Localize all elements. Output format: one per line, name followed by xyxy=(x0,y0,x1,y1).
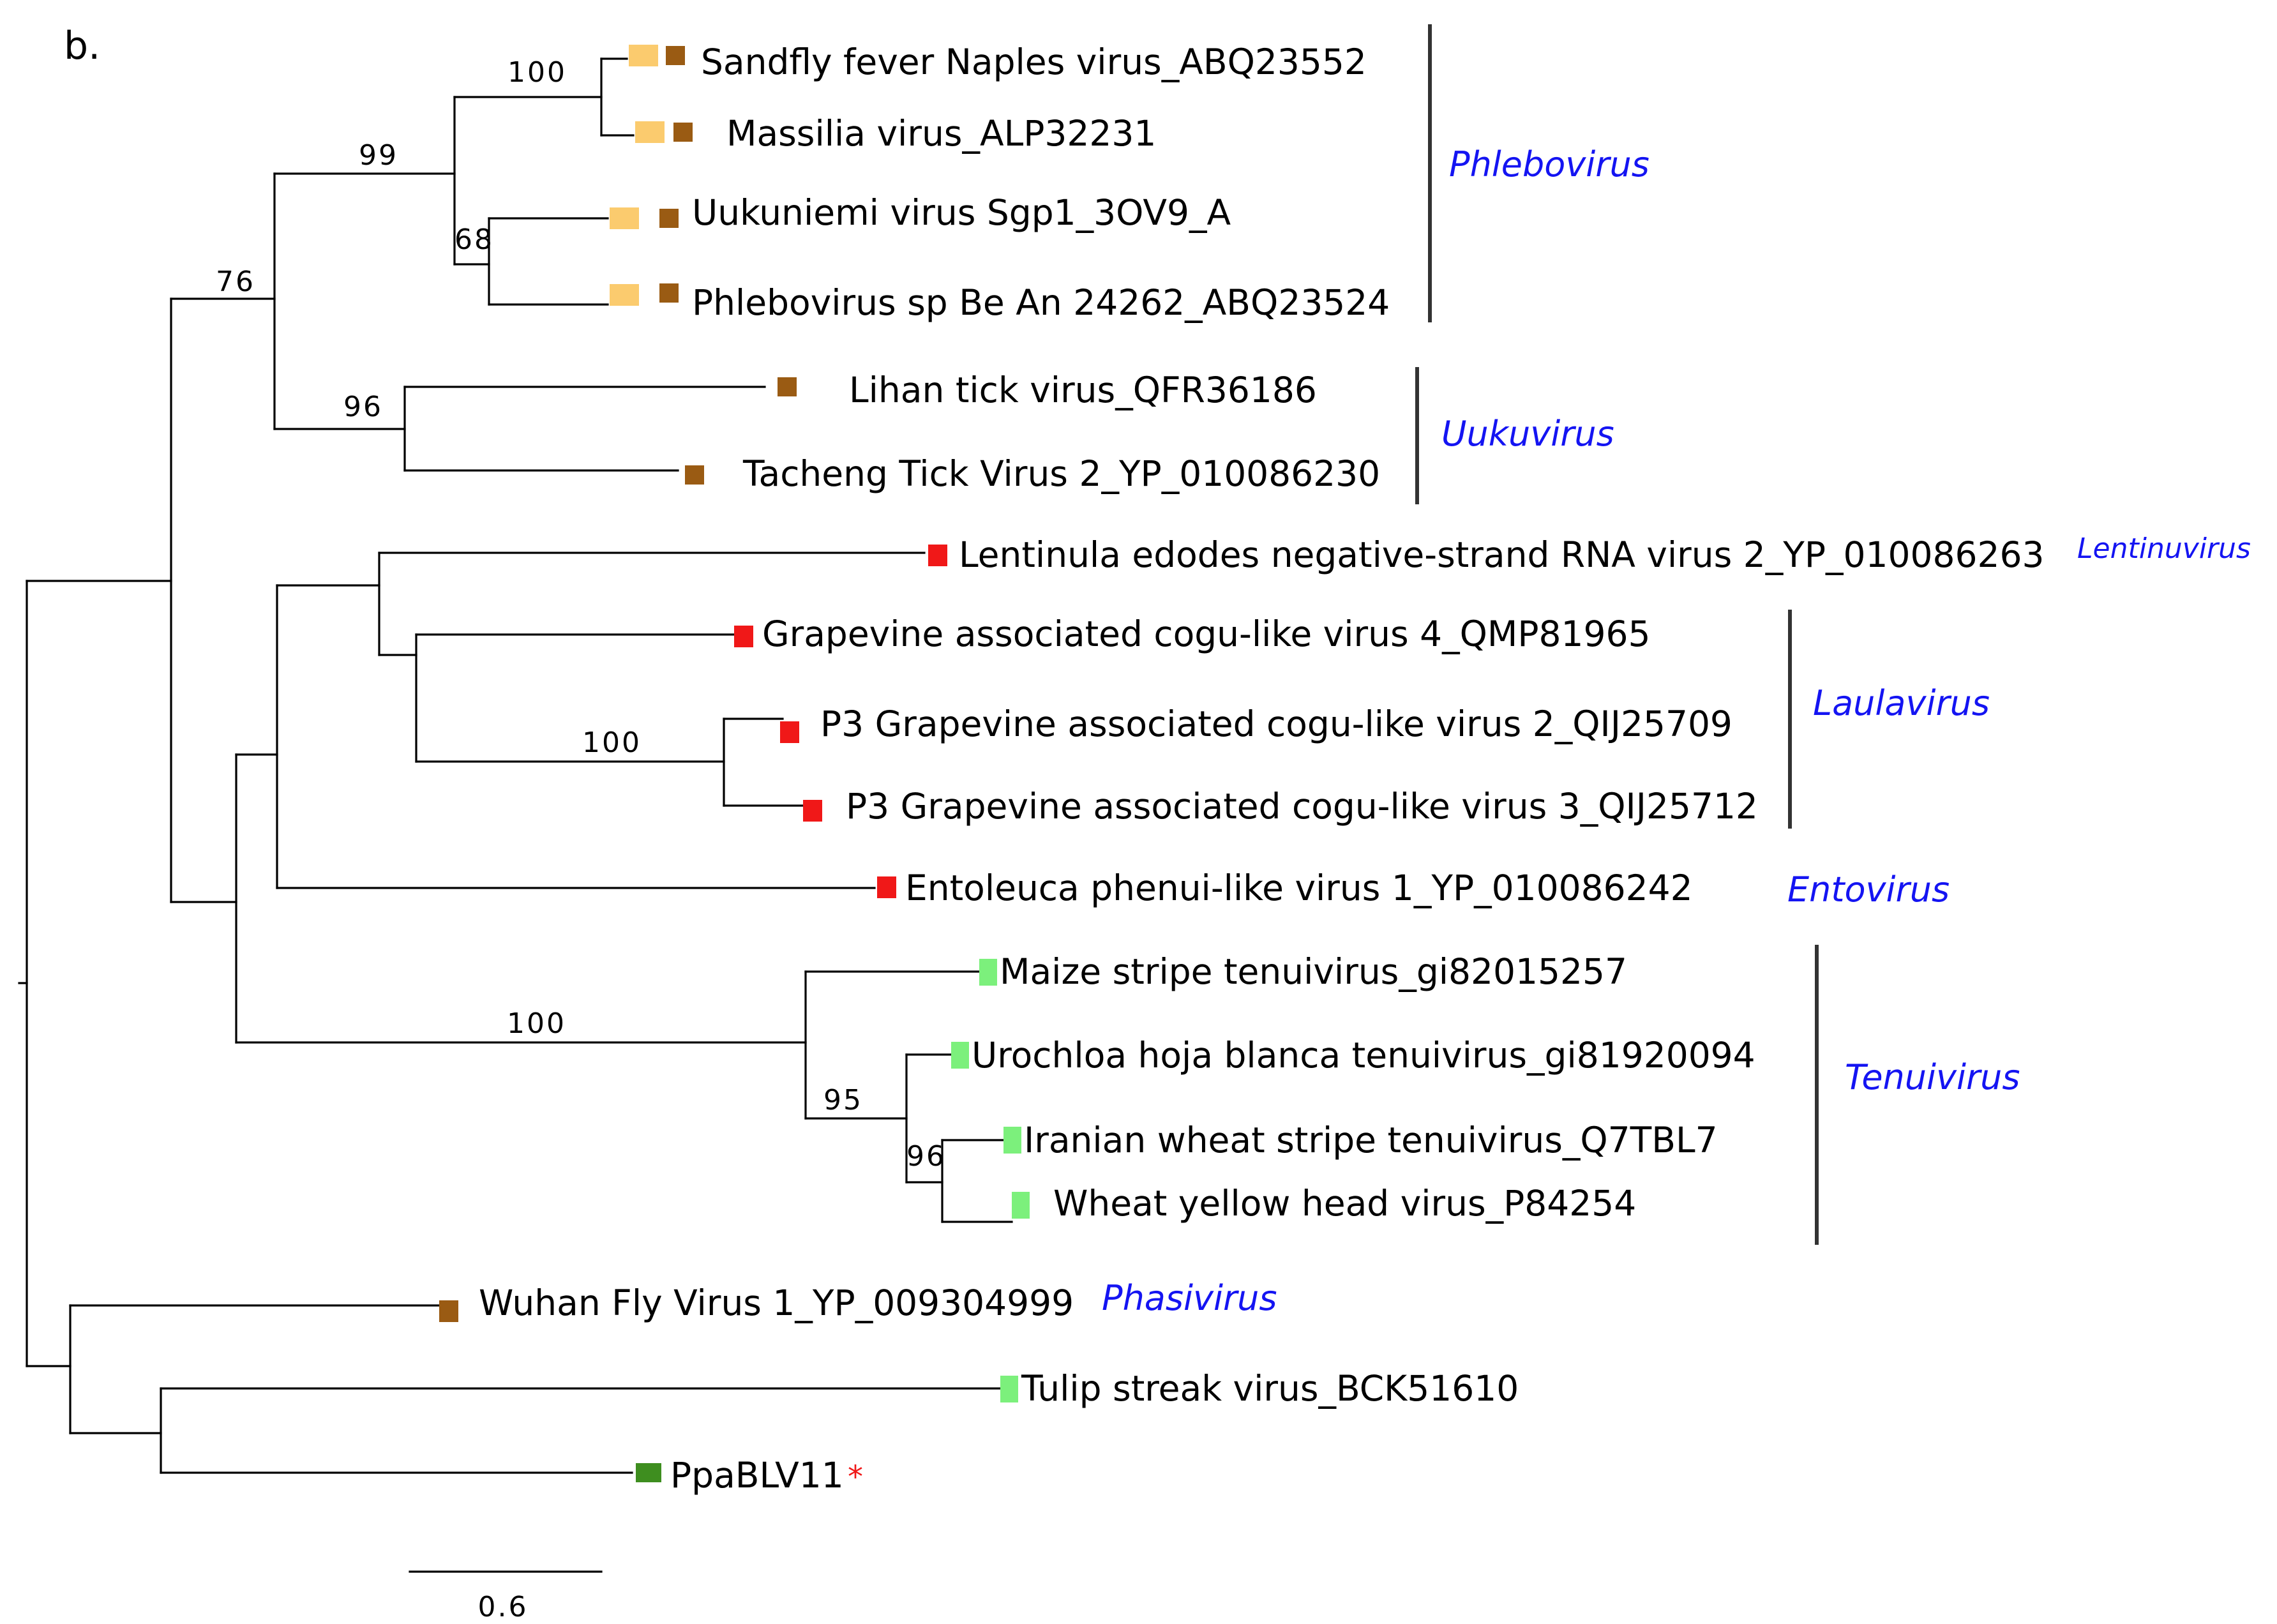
taxon-label: Grapevine associated cogu-like virus 4_Q… xyxy=(762,613,1650,654)
marker-square xyxy=(1003,1127,1021,1154)
taxon-label: PpaBLV11 xyxy=(670,1455,844,1496)
panel-label: b. xyxy=(64,24,100,68)
genus-label: Uukuvirus xyxy=(1441,414,1614,454)
taxon-markers xyxy=(439,45,1030,1482)
taxon-label: Wheat yellow head virus_P84254 xyxy=(1053,1183,1636,1224)
marker-square xyxy=(1012,1192,1030,1219)
marker-square xyxy=(673,123,693,142)
taxon-label: Lentinula edodes negative-strand RNA vir… xyxy=(959,534,2044,575)
genus-label: Tenuivirus xyxy=(1845,1057,2020,1097)
scale-bar: 0.6 xyxy=(409,1570,603,1623)
genus-labels: Phlebovirus Uukuvirus Lentinuvirus Laula… xyxy=(1102,144,2251,1318)
marker-square xyxy=(629,45,658,66)
genus-label: Lentinuvirus xyxy=(2077,532,2251,565)
marker-square xyxy=(803,800,822,822)
scale-label: 0.6 xyxy=(478,1591,529,1623)
marker-square xyxy=(778,377,797,396)
taxon-label: Phlebovirus sp Be An 24262_ABQ23524 xyxy=(692,282,1390,323)
genus-label: Phlebovirus xyxy=(1449,144,1650,184)
marker-square xyxy=(659,283,679,303)
marker-square xyxy=(439,1300,458,1322)
marker-square xyxy=(979,959,997,986)
bootstrap-value: 99 xyxy=(359,139,398,172)
tree-branches xyxy=(18,57,1013,1474)
taxon-labels: Sandfly fever Naples virus_ABQ23552 Mass… xyxy=(479,41,2044,1496)
marker-square xyxy=(610,284,639,306)
marker-square xyxy=(734,626,753,647)
bootstrap-value: 95 xyxy=(823,1084,863,1116)
bootstrap-value: 100 xyxy=(507,56,567,89)
taxon-label: Uukuniemi virus Sgp1_3OV9_A xyxy=(692,192,1231,233)
bootstrap-value: 100 xyxy=(582,726,642,759)
marker-square xyxy=(610,207,639,229)
marker-square xyxy=(780,721,799,743)
marker-square xyxy=(877,876,896,898)
marker-square xyxy=(666,46,685,65)
marker-square xyxy=(659,209,679,228)
taxon-label: Entoleuca phenui-like virus 1_YP_0100862… xyxy=(905,868,1693,908)
taxon-label: Wuhan Fly Virus 1_YP_009304999 xyxy=(479,1282,1074,1323)
bootstrap-value: 68 xyxy=(455,223,494,256)
marker-square xyxy=(951,1042,969,1069)
taxon-label: Urochloa hoja blanca tenuivirus_gi819200… xyxy=(972,1035,1755,1076)
taxon-label: Tulip streak virus_BCK51610 xyxy=(1021,1368,1519,1409)
bootstrap-value: 100 xyxy=(507,1007,566,1040)
taxon-label: Sandfly fever Naples virus_ABQ23552 xyxy=(701,41,1367,82)
taxon-label: P3 Grapevine associated cogu-like virus … xyxy=(846,786,1758,827)
taxon-label: Tacheng Tick Virus 2_YP_010086230 xyxy=(742,453,1380,494)
bootstrap-value: 96 xyxy=(343,391,383,423)
clade-bars xyxy=(1415,24,1819,1245)
genus-label: Phasivirus xyxy=(1102,1278,1277,1318)
taxon-label: Massilia virus_ALP32231 xyxy=(726,113,1156,154)
highlight-asterisk: * xyxy=(848,1459,863,1495)
taxon-label: Maize stripe tenuivirus_gi82015257 xyxy=(1000,951,1627,992)
taxon-label: Lihan tick virus_QFR36186 xyxy=(849,370,1317,410)
bootstrap-value: 76 xyxy=(216,266,255,298)
marker-square xyxy=(636,1463,661,1482)
taxon-label: P3 Grapevine associated cogu-like virus … xyxy=(820,703,1732,744)
marker-square xyxy=(635,121,665,143)
marker-square xyxy=(685,465,704,485)
bootstrap-value: 96 xyxy=(906,1140,946,1173)
marker-square xyxy=(1000,1376,1018,1402)
bootstrap-values: 100 99 68 76 96 100 100 95 96 xyxy=(216,56,946,1173)
marker-square xyxy=(928,545,947,566)
taxon-label: Iranian wheat stripe tenuivirus_Q7TBL7 xyxy=(1024,1120,1718,1161)
genus-label: Laulavirus xyxy=(1813,683,1990,723)
genus-label: Entovirus xyxy=(1787,869,1950,910)
